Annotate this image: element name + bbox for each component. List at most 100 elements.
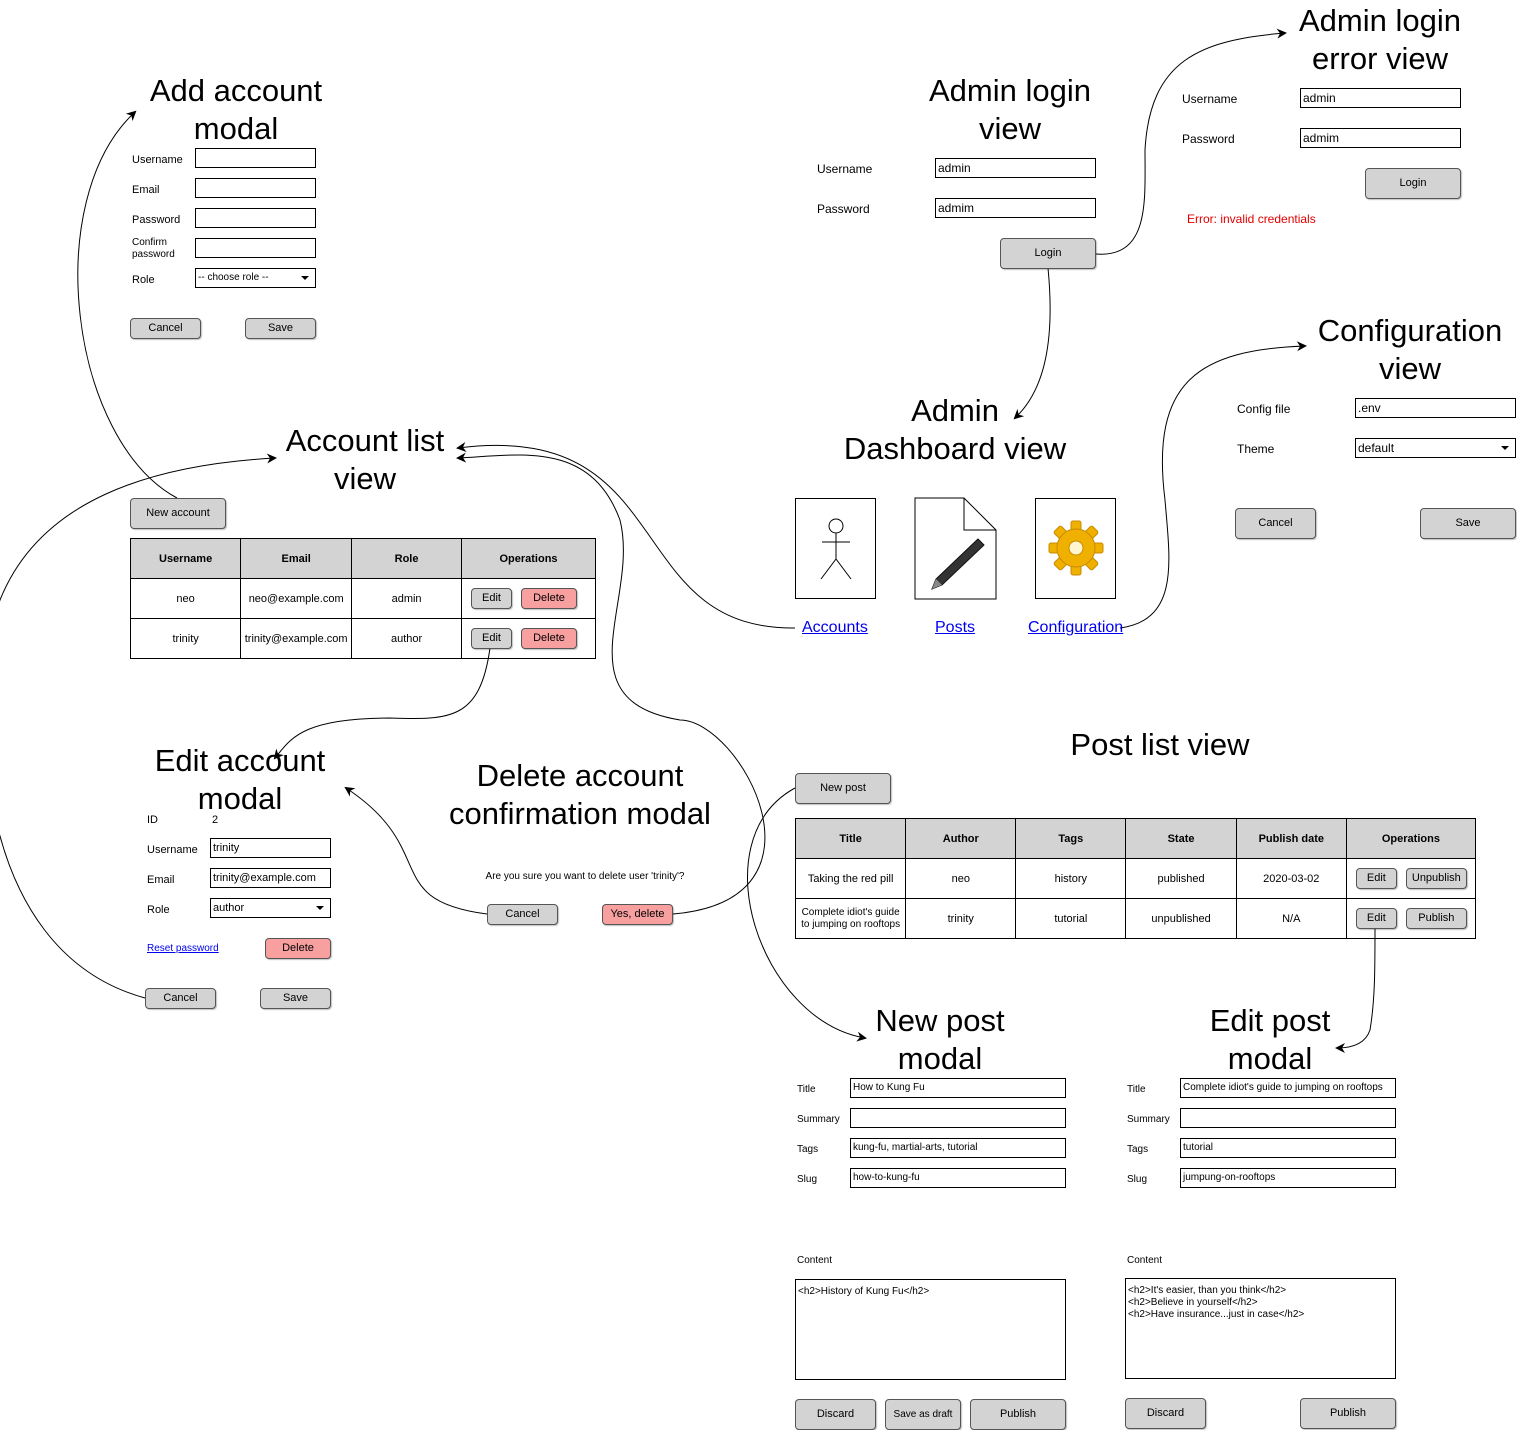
cell-operations: Edit Publish — [1345, 898, 1477, 939]
tags-field[interactable]: kung-fu, martial-arts, tutorial — [850, 1138, 1066, 1158]
username-label: Username — [147, 844, 198, 856]
table-row: neo neo@example.com admin Edit Delete — [129, 578, 596, 619]
cell-role: admin — [351, 578, 463, 619]
password-field[interactable]: admim — [1300, 128, 1461, 148]
id-value: 2 — [212, 814, 219, 826]
yes-delete-button[interactable]: Yes, delete — [602, 904, 673, 925]
delete-button[interactable]: Delete — [521, 588, 578, 609]
username-field[interactable]: admin — [935, 158, 1096, 178]
save-button[interactable]: Save — [1420, 508, 1516, 539]
tags-field[interactable]: tutorial — [1180, 1138, 1396, 1158]
discard-button[interactable]: Discard — [795, 1399, 876, 1430]
publish-button[interactable]: Publish — [1405, 908, 1467, 929]
username-field[interactable]: admin — [1300, 88, 1461, 108]
role-select[interactable]: author — [210, 898, 331, 918]
cell-operations: Edit Delete — [461, 618, 596, 659]
save-button[interactable]: Save — [245, 318, 316, 339]
table-row: Complete idiot's guide to jumping on roo… — [794, 898, 1477, 939]
admin-login-error-view-title: Admin login error view — [1299, 3, 1461, 76]
table-row: Taking the red pill neo history publishe… — [794, 858, 1477, 899]
cell-author: neo — [905, 858, 1017, 899]
save-button[interactable]: Save — [260, 988, 331, 1009]
column-header-username: Username — [129, 538, 242, 579]
column-header-email: Email — [240, 538, 353, 579]
username-label: Username — [817, 162, 873, 176]
new-account-button[interactable]: New account — [130, 498, 226, 529]
new-post-button[interactable]: New post — [795, 773, 891, 804]
column-header-tags: Tags — [1015, 818, 1127, 859]
table-row: trinity trinity@example.com author Edit … — [129, 618, 596, 659]
cell-username: neo — [129, 578, 242, 619]
reset-password-link[interactable]: Reset password — [147, 943, 219, 954]
username-field[interactable] — [195, 148, 316, 168]
role-label: Role — [132, 274, 155, 286]
email-label: Email — [147, 874, 175, 886]
content-textarea[interactable]: <h2>It's easier, than you think</h2> <h2… — [1125, 1278, 1396, 1379]
posts-link[interactable]: Posts — [935, 619, 976, 636]
edit-post-modal-title: Edit post modal — [1209, 1003, 1331, 1076]
column-header-publish-date: Publish date — [1235, 818, 1347, 859]
config-file-field[interactable]: .env — [1355, 398, 1516, 418]
password-field[interactable]: admim — [935, 198, 1096, 218]
cancel-button[interactable]: Cancel — [487, 904, 558, 925]
cell-operations: Edit Unpublish — [1345, 858, 1477, 899]
cell-username: trinity — [129, 618, 242, 659]
document-pencil-icon[interactable] — [914, 497, 998, 601]
title-field[interactable]: How to Kung Fu — [850, 1078, 1066, 1098]
cancel-button[interactable]: Cancel — [130, 318, 201, 339]
unpublish-button[interactable]: Unpublish — [1405, 868, 1467, 889]
password-label: Password — [132, 214, 181, 226]
theme-select[interactable]: default — [1355, 438, 1516, 458]
delete-button[interactable]: Delete — [521, 628, 578, 649]
account-list-view-title: Account list view — [285, 423, 445, 496]
post-table: Title Author Tags State Publish date Ope… — [794, 818, 1477, 939]
cell-publish-date: N/A — [1235, 898, 1347, 939]
configuration-view-title: Configuration view — [1317, 313, 1503, 386]
summary-field[interactable] — [850, 1108, 1066, 1128]
column-header-operations: Operations — [461, 538, 596, 579]
admin-dashboard-view-title: Admin Dashboard view — [843, 393, 1067, 466]
save-as-draft-button[interactable]: Save as draft — [885, 1399, 961, 1430]
edit-button[interactable]: Edit — [1355, 908, 1397, 929]
configuration-link[interactable]: Configuration — [1028, 619, 1124, 636]
cell-title: Complete idiot's guide to jumping on roo… — [794, 898, 907, 939]
title-field[interactable]: Complete idiot's guide to jumping on roo… — [1180, 1078, 1396, 1098]
role-select[interactable]: -- choose role -- — [195, 268, 316, 288]
discard-button[interactable]: Discard — [1125, 1398, 1206, 1429]
accounts-link[interactable]: Accounts — [802, 619, 868, 636]
login-button[interactable]: Login — [1365, 168, 1461, 199]
username-field[interactable]: trinity — [210, 838, 331, 858]
slug-field[interactable]: jumpung-on-rooftops — [1180, 1168, 1396, 1188]
content-textarea[interactable]: <h2>History of Kung Fu</h2> — [795, 1279, 1066, 1380]
tags-label: Tags — [797, 1144, 819, 1155]
publish-button[interactable]: Publish — [1300, 1398, 1396, 1429]
summary-field[interactable] — [1180, 1108, 1396, 1128]
summary-label: Summary — [1127, 1114, 1170, 1125]
confirm-password-label: Confirm password — [132, 237, 175, 260]
edit-button[interactable]: Edit — [471, 588, 513, 609]
theme-label: Theme — [1237, 442, 1275, 456]
cancel-button[interactable]: Cancel — [1235, 508, 1316, 539]
delete-button[interactable]: Delete — [265, 938, 331, 959]
column-header-title: Title — [794, 818, 907, 859]
publish-button[interactable]: Publish — [970, 1399, 1066, 1430]
cancel-button[interactable]: Cancel — [145, 988, 216, 1009]
slug-field[interactable]: how-to-kung-fu — [850, 1168, 1066, 1188]
content-label: Content — [797, 1255, 833, 1266]
password-field[interactable] — [195, 208, 316, 228]
id-label: ID — [147, 814, 158, 826]
cell-operations: Edit Delete — [461, 578, 596, 619]
configuration-tile[interactable] — [1035, 498, 1116, 599]
column-header-state: State — [1125, 818, 1237, 859]
edit-button[interactable]: Edit — [471, 628, 513, 649]
login-button[interactable]: Login — [1000, 238, 1096, 269]
admin-login-view-title: Admin login view — [929, 73, 1091, 146]
stick-figure-icon — [820, 518, 852, 580]
email-field[interactable]: trinity@example.com — [210, 868, 331, 888]
confirm-password-field[interactable] — [195, 238, 316, 258]
column-header-operations: Operations — [1345, 818, 1477, 859]
accounts-tile[interactable] — [795, 498, 876, 599]
edit-button[interactable]: Edit — [1355, 868, 1397, 889]
cell-state: unpublished — [1125, 898, 1237, 939]
email-field[interactable] — [195, 178, 316, 198]
